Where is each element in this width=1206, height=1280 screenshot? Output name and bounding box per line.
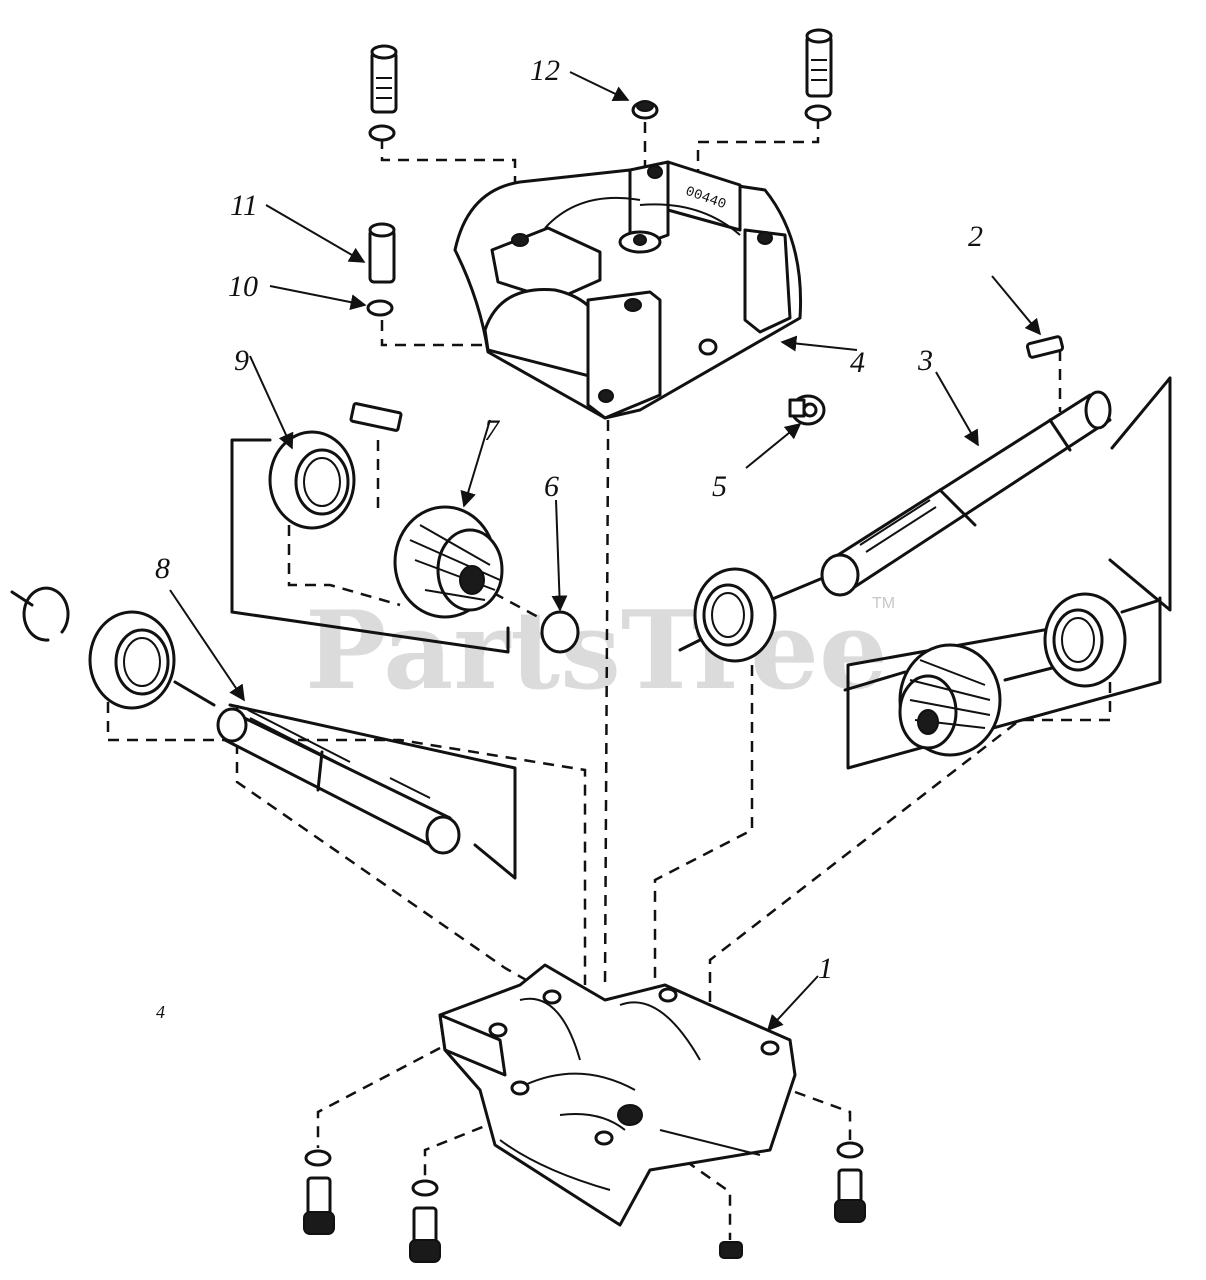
callout-6: 6 bbox=[544, 470, 559, 503]
lower-plug bbox=[719, 1241, 743, 1259]
bearing-9 bbox=[268, 430, 356, 530]
callout-1: 1 bbox=[818, 952, 833, 985]
callout-10: 10 bbox=[228, 270, 258, 303]
callout-3: 3 bbox=[917, 344, 933, 377]
callout-12: 12 bbox=[530, 54, 560, 87]
retaining-ring bbox=[10, 586, 70, 642]
callout-labels: 12 11 10 2 3 4 5 6 7 9 8 1 4 bbox=[155, 54, 983, 1022]
upper-screw-left bbox=[368, 44, 398, 142]
upper-gear-housing: 00440 bbox=[453, 160, 803, 420]
lower-screw-1 bbox=[303, 1149, 335, 1235]
callout-8: 8 bbox=[155, 552, 170, 585]
callout-4: 4 bbox=[850, 346, 865, 379]
lower-screw-2 bbox=[409, 1179, 441, 1263]
output-shaft-3 bbox=[820, 390, 1112, 597]
watermark-text: PartsTree bbox=[305, 588, 888, 714]
callout-9: 9 bbox=[234, 344, 249, 377]
callout-2: 2 bbox=[968, 220, 983, 253]
fitting-5 bbox=[788, 394, 826, 426]
bearing-right bbox=[1043, 592, 1127, 688]
bearing-middle bbox=[693, 567, 777, 663]
upper-screw-right bbox=[804, 28, 833, 122]
lower-gear-housing bbox=[438, 963, 797, 1227]
input-shaft-8 bbox=[216, 707, 461, 855]
callout-11: 11 bbox=[230, 189, 258, 222]
key-2 bbox=[1025, 335, 1065, 359]
lower-screw-3 bbox=[834, 1141, 866, 1223]
watermark: PartsTree TM bbox=[305, 588, 895, 714]
thrust-washer-6 bbox=[540, 610, 580, 654]
figure-mark: 4 bbox=[156, 1002, 165, 1022]
callout-7: 7 bbox=[484, 414, 501, 447]
plug-12 bbox=[631, 100, 659, 120]
bearing-left bbox=[88, 610, 176, 710]
alignment-frames bbox=[173, 376, 1172, 880]
screw-11 bbox=[366, 222, 396, 317]
key-upper-left bbox=[349, 402, 403, 432]
bevel-gear-7 bbox=[393, 505, 504, 619]
callout-leaders bbox=[169, 71, 1042, 1032]
callout-5: 5 bbox=[712, 470, 727, 503]
watermark-trademark: TM bbox=[872, 595, 895, 612]
bevel-gear-right bbox=[898, 643, 1002, 757]
